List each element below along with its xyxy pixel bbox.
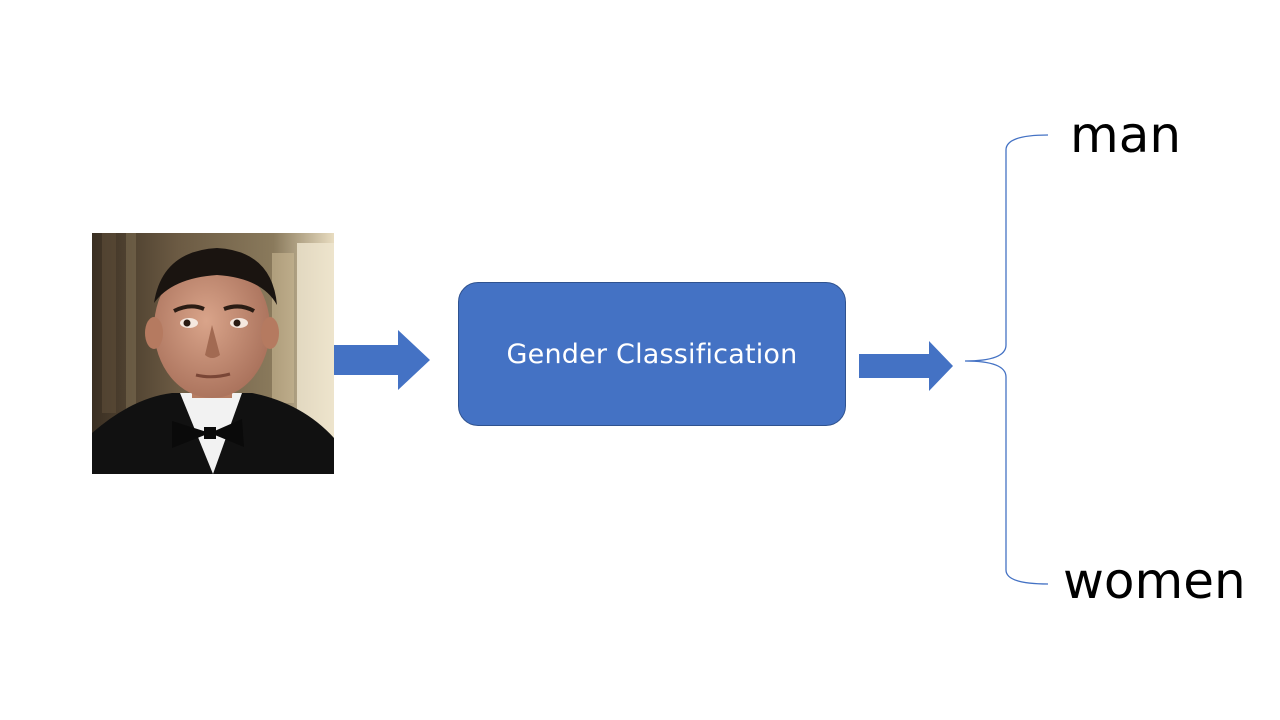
gender-classification-box: Gender Classification [458,282,846,426]
portrait-icon [92,233,334,474]
process-label: Gender Classification [506,338,798,370]
output-label-women: women [1063,552,1246,610]
arrow-right-icon [859,341,953,391]
curly-brace-icon [964,134,1049,585]
output-label-man: man [1070,106,1182,164]
arrow-right-icon [334,330,430,390]
input-portrait-photo [92,233,334,474]
